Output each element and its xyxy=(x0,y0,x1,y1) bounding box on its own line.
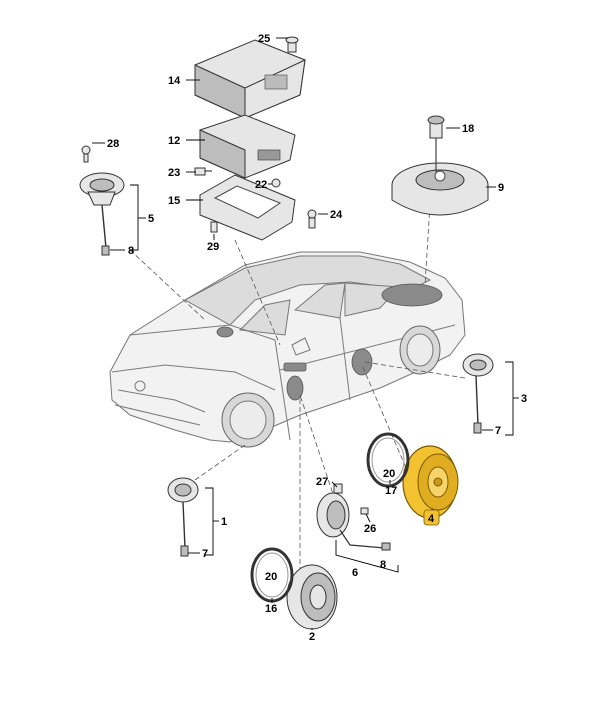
callout-27: 27 xyxy=(316,476,328,488)
callout-16: 16 xyxy=(265,603,277,615)
callout-4-badge: 4 xyxy=(423,509,440,526)
bolt-25 xyxy=(285,36,299,53)
callout-26: 26 xyxy=(364,523,376,535)
mounting-bracket xyxy=(199,174,296,241)
subwoofer-9 xyxy=(391,162,489,216)
front-tweeter-1 xyxy=(167,477,199,557)
callout-4: 4 xyxy=(428,513,435,525)
amplifier-unit xyxy=(199,114,296,179)
group-braces xyxy=(130,184,514,573)
callout-9: 9 xyxy=(498,182,504,194)
callout-18: 18 xyxy=(462,123,474,135)
callout-7-left: 7 xyxy=(202,548,208,560)
screw-29 xyxy=(210,221,218,233)
callout-5: 5 xyxy=(148,213,154,225)
callout-7-right: 7 xyxy=(495,425,501,437)
callout-22: 22 xyxy=(255,179,267,191)
callout-28: 28 xyxy=(107,138,119,150)
callout-23: 23 xyxy=(168,167,180,179)
mid-speaker-6 xyxy=(316,483,391,551)
callout-24: 24 xyxy=(330,209,343,221)
front-door-speaker-2 xyxy=(286,564,338,630)
screw-23 xyxy=(194,167,212,176)
callout-14: 14 xyxy=(168,75,181,87)
amplifier-cover xyxy=(194,39,306,119)
callout-6: 6 xyxy=(352,567,358,579)
tweeter-speaker-5 xyxy=(79,145,125,256)
callout-leaders xyxy=(92,37,519,630)
callout-1: 1 xyxy=(221,516,227,528)
callout-8-left: 8 xyxy=(128,245,134,257)
car-illustration xyxy=(109,251,466,448)
nut-22 xyxy=(271,178,281,188)
callout-25: 25 xyxy=(258,33,270,45)
position-leaders xyxy=(129,204,466,580)
callout-2: 2 xyxy=(309,631,315,643)
callout-29: 29 xyxy=(207,241,219,253)
bolt-18 xyxy=(427,115,445,172)
screw-24 xyxy=(307,209,317,229)
seal-ring-20-right xyxy=(366,432,410,488)
callout-20-right: 20 xyxy=(383,468,395,480)
callout-12: 12 xyxy=(168,135,180,147)
rear-door-speaker-4 xyxy=(402,445,459,519)
callout-17: 17 xyxy=(385,485,397,497)
callout-20-left: 20 xyxy=(265,571,277,583)
callout-8-right: 8 xyxy=(380,559,386,571)
callout-labels: 25 14 12 23 22 15 24 29 28 5 8 18 9 3 7 … xyxy=(107,33,527,643)
callout-15: 15 xyxy=(168,195,180,207)
callout-3: 3 xyxy=(521,393,527,405)
rear-tweeter-3 xyxy=(462,353,494,434)
